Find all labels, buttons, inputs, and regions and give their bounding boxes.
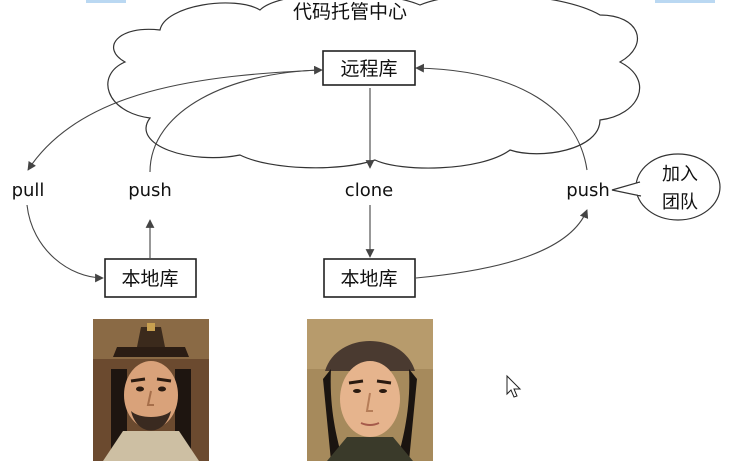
top-accent-left	[86, 0, 126, 3]
person-portrait-left	[93, 319, 209, 461]
remote-repo-label: 远程库	[340, 58, 397, 80]
clone-label: clone	[345, 180, 393, 201]
person-with-hat-icon	[93, 319, 209, 461]
arrow-local-right-to-push	[415, 209, 589, 279]
person-looking-up-icon	[307, 319, 433, 461]
local-repo-right-label: 本地库	[340, 268, 397, 290]
push-label-left: push	[128, 180, 172, 201]
pull-label: pull	[12, 180, 45, 201]
bubble-text-line1: 加入	[662, 164, 698, 185]
remote-repo-node: 远程库	[322, 50, 416, 86]
top-accent-right	[655, 0, 715, 3]
local-repo-left-node: 本地库	[104, 258, 197, 298]
local-repo-left-label: 本地库	[121, 268, 178, 290]
push-label-right: push	[566, 180, 610, 201]
bubble-text-line2: 团队	[662, 192, 698, 213]
arrow-pull-to-local-left	[26, 204, 104, 283]
arrow-remote-to-pull	[27, 69, 323, 171]
join-team-bubble: 加入 团队	[611, 153, 721, 221]
local-repo-right-node: 本地库	[323, 258, 416, 298]
person-portrait-right	[307, 319, 433, 461]
mouse-pointer-icon	[506, 374, 522, 398]
cloud-title: 代码托管中心	[293, 1, 407, 23]
arrow-push-right-to-remote	[415, 63, 588, 171]
arrow-push-left-to-remote	[149, 65, 323, 173]
